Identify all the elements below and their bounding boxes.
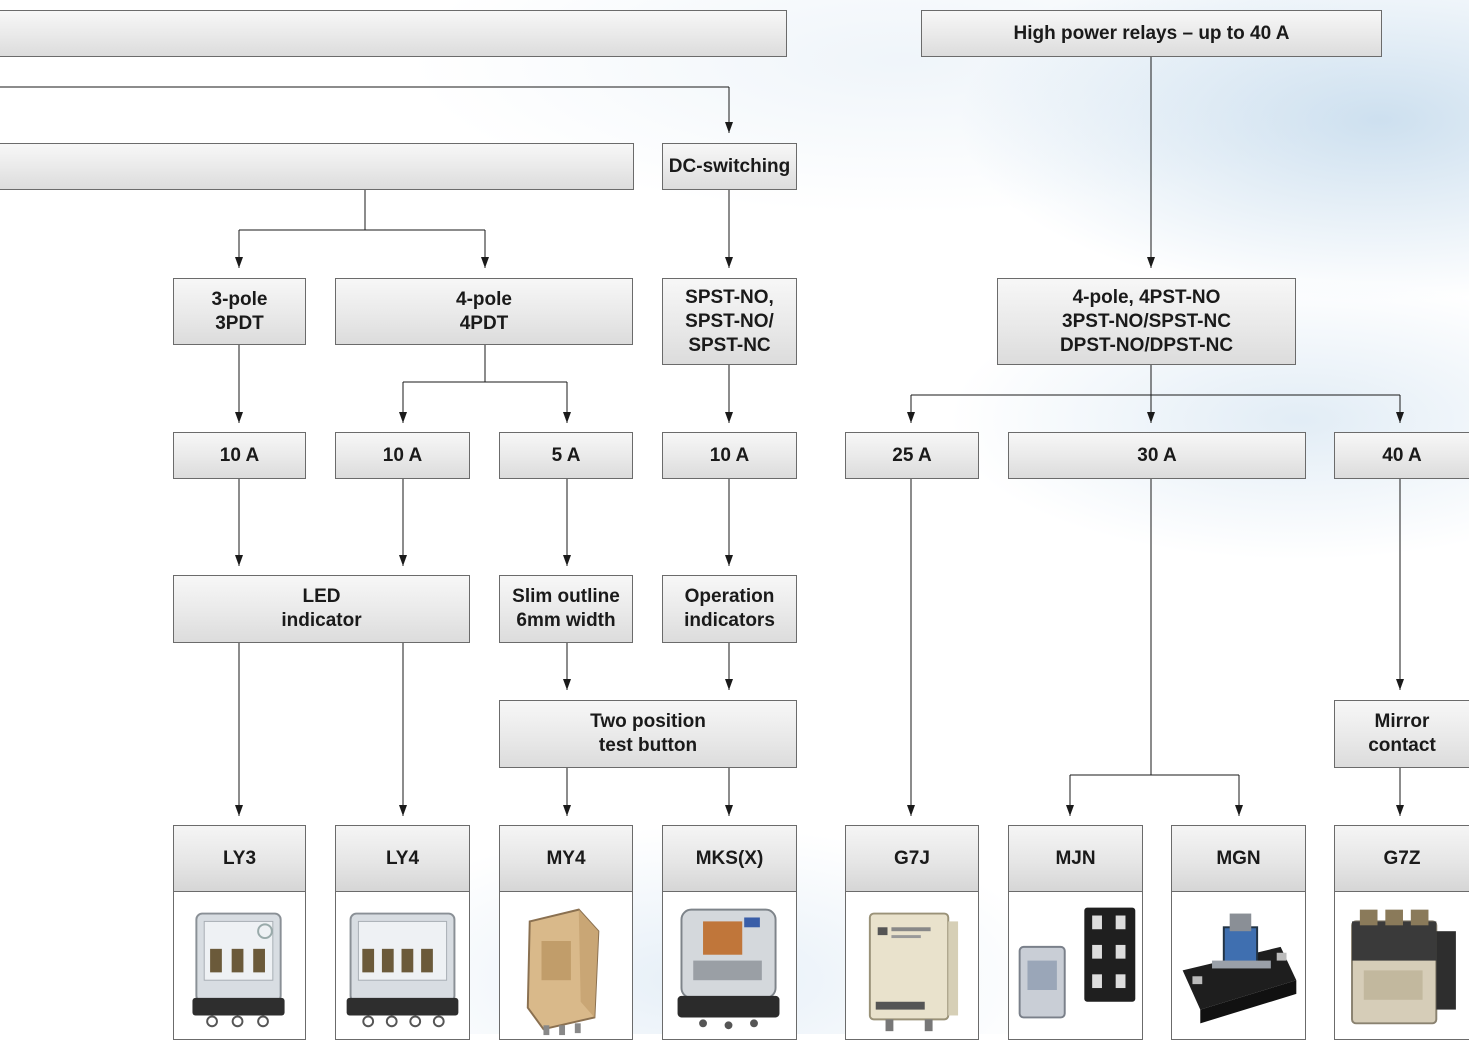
- product-name: MJN: [1009, 826, 1142, 892]
- product-card-mjn[interactable]: MJN: [1008, 825, 1143, 1040]
- product-name: LY4: [336, 826, 469, 892]
- ly4-current-node: 10 A: [335, 432, 470, 479]
- four-pole-node: 4-pole 4PDT: [335, 278, 633, 345]
- clear-cube-relay-icon: [336, 892, 469, 1039]
- arrowhead: [907, 412, 915, 423]
- octal-clear-relay-icon: [663, 892, 796, 1039]
- mjn-mgn-current-node: 30 A: [1008, 432, 1306, 479]
- arrowhead: [563, 555, 571, 566]
- arrowhead: [725, 679, 733, 690]
- arrowhead: [1396, 805, 1404, 816]
- slim-amber-relay-icon: [500, 892, 632, 1039]
- clear-cube-relay-icon: [174, 892, 305, 1039]
- open-frame-relay-icon: [1172, 892, 1305, 1039]
- high-power-header: High power relays – up to 40 A: [921, 10, 1382, 57]
- product-name: LY3: [174, 826, 305, 892]
- product-card-ly3[interactable]: LY3: [173, 825, 306, 1040]
- arrowhead: [1147, 412, 1155, 423]
- arrowhead: [1235, 805, 1243, 816]
- arrowhead: [563, 412, 571, 423]
- product-name: MY4: [500, 826, 632, 892]
- arrowhead: [481, 257, 489, 268]
- arrowhead: [725, 412, 733, 423]
- arrowhead: [399, 555, 407, 566]
- product-card-g7j[interactable]: G7J: [845, 825, 979, 1040]
- product-name: MGN: [1172, 826, 1305, 892]
- arrowhead: [1396, 679, 1404, 690]
- my4-current-node: 5 A: [499, 432, 633, 479]
- product-card-g7z[interactable]: G7Z: [1334, 825, 1469, 1040]
- arrowhead: [235, 257, 243, 268]
- arrowhead: [563, 805, 571, 816]
- high-power-poles-node: 4-pole, 4PST-NO 3PST-NO/SPST-NC DPST-NO/…: [997, 278, 1296, 365]
- arrowhead: [725, 555, 733, 566]
- left-series-header: [0, 10, 787, 57]
- arrowhead: [725, 805, 733, 816]
- g7j-current-node: 25 A: [845, 432, 979, 479]
- product-card-mgn[interactable]: MGN: [1171, 825, 1306, 1040]
- product-name: G7Z: [1335, 826, 1469, 892]
- arrowhead: [1066, 805, 1074, 816]
- product-card-mks[interactable]: MKS(X): [662, 825, 797, 1040]
- arrowhead: [235, 805, 243, 816]
- arrowhead: [399, 805, 407, 816]
- left-group-node: [0, 143, 634, 190]
- relay-with-socket-icon: [1009, 892, 1142, 1039]
- mks-current-node: 10 A: [662, 432, 797, 479]
- dc-switching-node: DC-switching: [662, 143, 797, 190]
- contactor-relay-icon: [1335, 892, 1469, 1039]
- beige-power-relay-icon: [846, 892, 978, 1039]
- product-card-ly4[interactable]: LY4: [335, 825, 470, 1040]
- arrowhead: [725, 122, 733, 133]
- arrowhead: [563, 679, 571, 690]
- spst-node: SPST-NO, SPST-NO/ SPST-NC: [662, 278, 797, 365]
- slim-outline-node: Slim outline 6mm width: [499, 575, 633, 643]
- three-pole-node: 3-pole 3PDT: [173, 278, 306, 345]
- arrowhead: [725, 257, 733, 268]
- product-name: MKS(X): [663, 826, 796, 892]
- mirror-contact-node: Mirror contact: [1334, 700, 1469, 768]
- arrowhead: [1396, 412, 1404, 423]
- two-position-test-node: Two position test button: [499, 700, 797, 768]
- product-name: G7J: [846, 826, 978, 892]
- arrowhead: [907, 805, 915, 816]
- led-indicator-node: LED indicator: [173, 575, 470, 643]
- arrowhead: [235, 555, 243, 566]
- operation-indicators-node: Operation indicators: [662, 575, 797, 643]
- arrowhead: [1147, 257, 1155, 268]
- g7z-current-node: 40 A: [1334, 432, 1469, 479]
- ly3-current-node: 10 A: [173, 432, 306, 479]
- product-card-my4[interactable]: MY4: [499, 825, 633, 1040]
- arrowhead: [235, 412, 243, 423]
- arrowhead: [399, 412, 407, 423]
